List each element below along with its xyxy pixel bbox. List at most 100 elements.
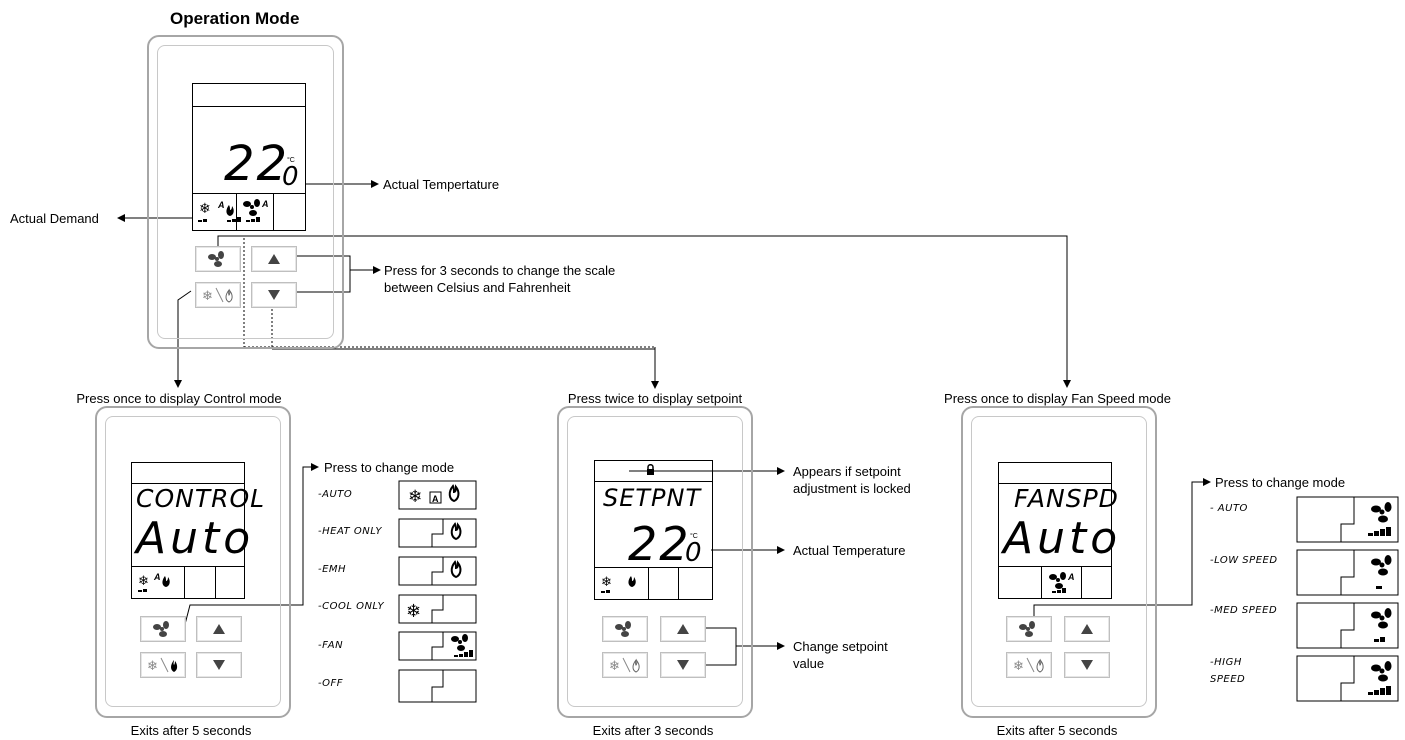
mode-label-emh: -EMH [318,564,347,575]
setpoint-mode-button[interactable]: ❄ [602,652,648,678]
setpoint-up-button[interactable] [660,616,706,642]
up-button[interactable] [251,246,297,272]
flame-icon [448,484,460,503]
fan-mode-label-low: -LOW SPEED [1210,555,1278,566]
setpoint-down-button[interactable] [660,652,706,678]
flame-icon [225,288,233,303]
control-fan-button[interactable] [140,616,186,642]
control-down-button[interactable] [196,652,242,678]
snowflake-icon: ❄ [609,658,620,673]
fan-mode-label-auto: - AUTO [1210,503,1248,514]
down-arrow-icon [268,290,280,300]
fan-icon [208,251,224,267]
fan-mode-label-med: -MED SPEED [1210,605,1278,616]
main-lcd-icons: ❄ A A [198,199,269,222]
change-setpoint-line2: value [793,656,825,671]
fan-mode-label-high: -HIGH [1210,657,1242,668]
down-arrow-icon [213,660,225,670]
setpoint-thermostat [557,406,753,718]
control-lcd-icons: ❄ A [138,572,170,592]
control-up-button[interactable] [196,616,242,642]
flame-icon [450,522,462,541]
change-setpoint-line1: Change setpoint [793,639,888,654]
fan-up-button[interactable] [1064,616,1110,642]
svg-text:A: A [1067,572,1075,582]
up-arrow-icon [268,254,280,264]
snowflake-icon: ❄ [408,487,422,506]
fan-down-button[interactable] [1064,652,1110,678]
fan-lcd [998,462,1112,599]
control-thermostat [95,406,291,718]
control-lcd-row1: CONTROL [136,484,266,513]
setpoint-fan-button[interactable] [602,616,648,642]
down-arrow-icon [677,660,689,670]
fan-mode-label-high-2: SPEED [1210,674,1246,685]
fan-icon [153,621,169,637]
fan-thermostat-inner [971,416,1147,707]
appears-locked-line1: Appears if setpoint [793,464,901,479]
press-scale-line1: Press for 3 seconds to change the scale [384,263,616,278]
exits-control-label: Exits after 5 seconds [130,723,252,738]
main-temperature-decimal: 0 [282,162,301,192]
mode-label-cool-only: -COOL ONLY [318,601,385,612]
flame-icon [171,660,178,672]
main-unit: °C [287,157,295,164]
fan-icon [1371,661,1392,682]
mode-label-fan: -FAN [318,640,344,651]
press-control-label: Press once to display Control mode [76,391,282,406]
fan-fan-button[interactable] [1006,616,1052,642]
flame-icon [226,205,234,216]
svg-text:A: A [432,494,439,504]
snowflake-icon: ❄ [601,574,612,589]
svg-text:A: A [217,200,225,210]
setpoint-temperature-decimal: 0 [685,538,704,568]
appears-locked-line2: adjustment is locked [793,481,911,496]
press-change-mode-fan: Press to change mode [1215,475,1346,490]
fan-icon [451,634,468,651]
setpoint-lcd-row1: SETPNT [603,484,702,512]
down-arrow-icon [1081,660,1093,670]
fan-icon [243,199,260,216]
actual-temperature-label: Actual Tempertature [383,177,500,192]
snowflake-icon: ❄ [147,658,158,673]
lock-icon [647,464,654,475]
fan-lcd-row1: FANSPD [1014,484,1119,513]
control-lcd [131,462,245,599]
fan-mode-button[interactable]: ❄ [1006,652,1052,678]
fan-icon [1371,555,1392,576]
fan-button[interactable] [195,246,241,272]
flame-icon [632,658,640,673]
snowflake-icon: ❄ [1013,658,1024,673]
flame-icon [450,560,462,579]
control-mode-boxes: ❄ A ❄ [398,480,477,703]
main-thermostat-inner [157,45,334,339]
press-scale-line2: between Celsius and Fahrenheit [384,280,571,295]
mode-label-heat-only: -HEAT ONLY [318,526,382,537]
up-arrow-icon [1081,624,1093,634]
main-thermostat [147,35,344,349]
mode-label-auto: -AUTO [318,489,353,500]
up-arrow-icon [677,624,689,634]
mode-label-off: -OFF [318,678,343,689]
operation-mode-title: Operation Mode [170,9,300,28]
control-mode-button[interactable]: ❄ [140,652,186,678]
press-change-mode-control: Press to change mode [324,460,455,475]
fan-lcd-row2: Auto [1003,513,1122,564]
mode-button[interactable]: ❄ [195,282,241,308]
flame-icon [162,576,170,587]
up-arrow-icon [213,624,225,634]
snowflake-icon: ❄ [202,288,213,303]
fan-icon [1049,572,1066,589]
setpoint-temperature: 22 [628,517,691,571]
control-lcd-row2: Auto [136,513,255,564]
svg-text:A: A [153,572,161,582]
exits-fan-label: Exits after 5 seconds [996,723,1118,738]
down-button[interactable] [251,282,297,308]
snowflake-icon: ❄ [199,200,211,216]
snowflake-icon: ❄ [138,573,149,588]
fan-icon [615,621,631,637]
fan-thermostat [961,406,1157,718]
fan-icon [1019,621,1035,637]
fan-lcd-icons: A [1049,572,1075,593]
